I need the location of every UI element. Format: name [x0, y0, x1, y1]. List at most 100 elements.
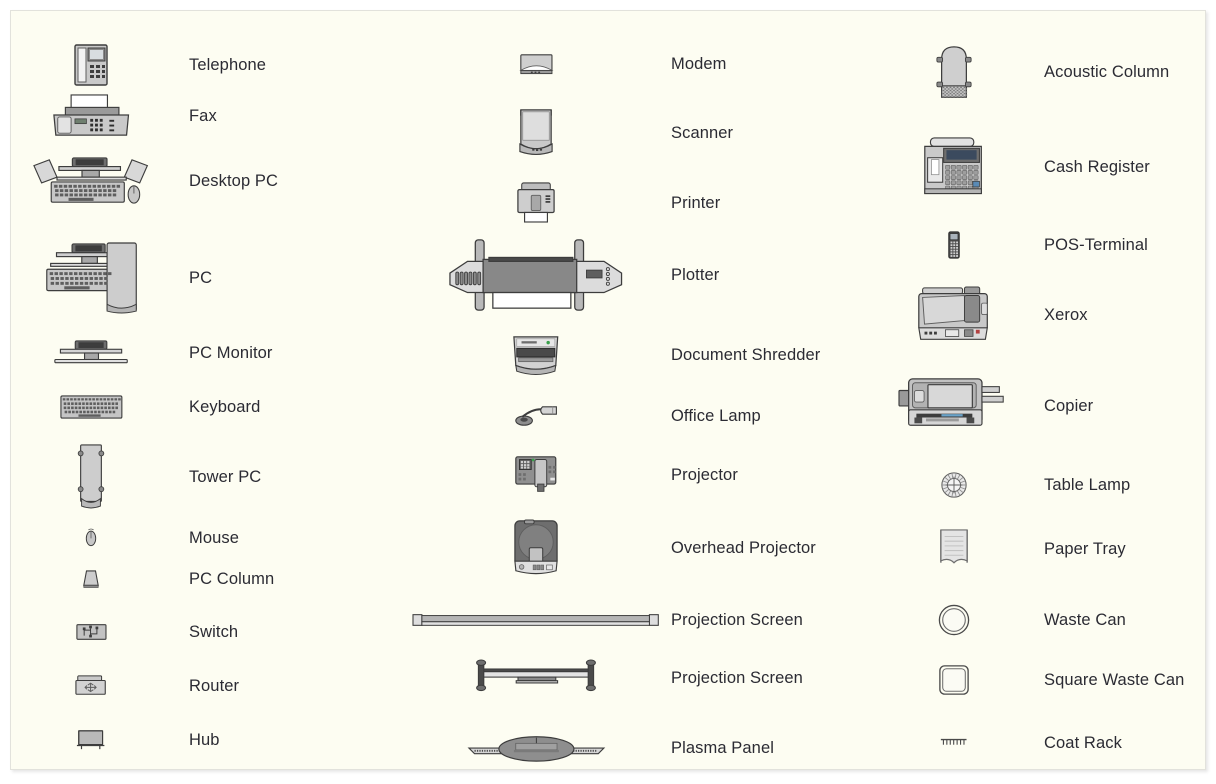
- shape-row[interactable]: Xerox: [881, 279, 1207, 351]
- overhead-projector-icon[interactable]: [411, 519, 661, 577]
- shape-row[interactable]: Keyboard: [11, 371, 411, 443]
- table-lamp-icon[interactable]: [881, 471, 1026, 499]
- shape-label: Router: [189, 676, 240, 695]
- projection-screen-icon[interactable]: [411, 612, 661, 628]
- shape-label: Xerox: [1044, 305, 1088, 324]
- shape-label: Copier: [1044, 396, 1094, 415]
- shape-label: Cash Register: [1044, 157, 1150, 176]
- switch-icon[interactable]: [11, 622, 171, 642]
- scanner-icon[interactable]: [411, 108, 661, 157]
- acoustic-column-icon[interactable]: [881, 44, 1026, 99]
- pc-monitor-icon[interactable]: [11, 340, 171, 366]
- shape-label: Tower PC: [189, 467, 262, 486]
- modem-icon[interactable]: [411, 53, 661, 75]
- xerox-icon[interactable]: [881, 286, 1026, 343]
- desktop-pc-icon[interactable]: [11, 156, 171, 206]
- shape-row[interactable]: Square Waste Can: [881, 644, 1207, 716]
- shape-row[interactable]: Printer: [411, 167, 881, 239]
- shape-label: PC Monitor: [189, 343, 273, 362]
- shape-row[interactable]: Scanner: [411, 97, 881, 169]
- shape-label: Switch: [189, 622, 239, 641]
- shape-row[interactable]: Coat Rack: [881, 707, 1207, 779]
- pos-terminal-icon[interactable]: [881, 231, 1026, 259]
- shape-label: Office Lamp: [671, 406, 761, 425]
- shape-row[interactable]: PC Monitor: [11, 317, 411, 389]
- shape-row[interactable]: Table Lamp: [881, 449, 1207, 521]
- shape-row[interactable]: Telephone: [11, 29, 411, 101]
- office-lamp-icon[interactable]: [411, 404, 661, 428]
- shape-row[interactable]: Cash Register: [881, 131, 1207, 203]
- tower-pc-icon[interactable]: [11, 444, 171, 510]
- shape-label: Square Waste Can: [1044, 670, 1185, 689]
- shape-label: Projector: [671, 465, 738, 484]
- shape-row[interactable]: POS-Terminal: [881, 209, 1207, 281]
- copier-icon[interactable]: [881, 377, 1026, 435]
- shape-row[interactable]: Acoustic Column: [881, 36, 1207, 108]
- plasma-panel-icon[interactable]: [411, 733, 661, 763]
- shape-row[interactable]: Modem: [411, 28, 881, 100]
- shape-row[interactable]: Switch: [11, 596, 411, 668]
- shape-label: PC: [189, 268, 213, 287]
- telephone-icon[interactable]: [11, 43, 171, 87]
- shape-row[interactable]: Plotter: [411, 239, 881, 311]
- shape-row[interactable]: PC Column: [11, 543, 411, 615]
- shape-label: Mouse: [189, 528, 240, 547]
- shape-row[interactable]: Office Lamp: [411, 380, 881, 452]
- shape-label: Scanner: [671, 123, 734, 142]
- plotter-icon[interactable]: [411, 236, 661, 314]
- shape-row[interactable]: Plasma Panel: [411, 712, 881, 784]
- mouse-icon[interactable]: [11, 529, 171, 547]
- shape-row[interactable]: Desktop PC: [11, 145, 411, 217]
- shape-label: Table Lamp: [1044, 475, 1131, 494]
- shape-label: Telephone: [189, 55, 267, 74]
- cash-register-icon[interactable]: [881, 137, 1026, 197]
- waste-can-icon[interactable]: [881, 604, 1026, 636]
- shape-label: POS-Terminal: [1044, 235, 1148, 254]
- shape-label: Projection Screen: [671, 610, 803, 629]
- hub-icon[interactable]: [11, 729, 171, 751]
- shape-row[interactable]: Projection Screen: [411, 584, 881, 656]
- shape-row[interactable]: Waste Can: [881, 584, 1207, 656]
- shape-label: Hub: [189, 730, 220, 749]
- projection-screen-tripod-icon[interactable]: [411, 659, 661, 696]
- pc-icon[interactable]: [11, 242, 171, 314]
- shape-label: Plasma Panel: [671, 738, 775, 757]
- shape-row[interactable]: Tower PC: [11, 441, 411, 513]
- shape-label: Fax: [189, 106, 217, 125]
- projector-icon[interactable]: [411, 455, 661, 495]
- shape-label: Waste Can: [1044, 610, 1126, 629]
- shape-row[interactable]: Mouse: [11, 502, 411, 574]
- shape-label: Projection Screen: [671, 668, 803, 687]
- shape-row[interactable]: Document Shredder: [411, 319, 881, 391]
- shape-label: Overhead Projector: [671, 538, 816, 557]
- shape-label: Acoustic Column: [1044, 62, 1170, 81]
- document-shredder-icon[interactable]: [411, 335, 661, 376]
- shape-label: PC Column: [189, 569, 275, 588]
- shape-label: Printer: [671, 193, 721, 212]
- shape-label: Document Shredder: [671, 345, 821, 364]
- shape-row[interactable]: Hub: [11, 704, 411, 776]
- paper-tray-icon[interactable]: [881, 529, 1026, 568]
- shape-label: Keyboard: [189, 397, 261, 416]
- square-waste-can-icon[interactable]: [881, 664, 1026, 696]
- shape-row[interactable]: Paper Tray: [881, 513, 1207, 585]
- shape-label: Desktop PC: [189, 171, 279, 190]
- shape-row[interactable]: PC: [11, 242, 411, 314]
- shape-row[interactable]: Overhead Projector: [411, 512, 881, 584]
- fax-icon[interactable]: [11, 94, 171, 138]
- coat-rack-icon[interactable]: [881, 737, 1026, 749]
- shape-row[interactable]: Projection Screen: [411, 642, 881, 714]
- shape-row[interactable]: Router: [11, 650, 411, 722]
- shape-row[interactable]: Copier: [881, 370, 1207, 442]
- shape-label: Plotter: [671, 265, 720, 284]
- shape-row[interactable]: Projector: [411, 439, 881, 511]
- pc-column-icon[interactable]: [11, 570, 171, 588]
- shape-row[interactable]: Fax: [11, 80, 411, 152]
- keyboard-icon[interactable]: [11, 395, 171, 419]
- router-icon[interactable]: [11, 675, 171, 697]
- printer-icon[interactable]: [411, 182, 661, 224]
- shape-label: Coat Rack: [1044, 733, 1122, 752]
